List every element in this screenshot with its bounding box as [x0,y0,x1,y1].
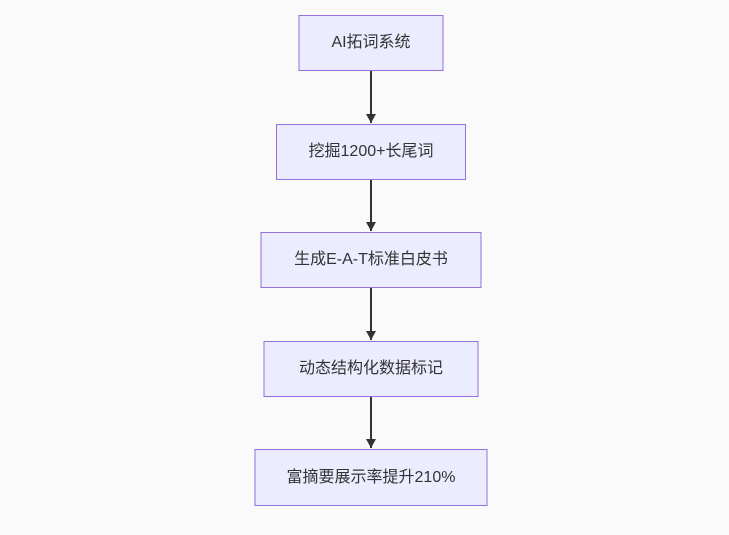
flowchart-node-dynamic-structured-data-markup: 动态结构化数据标记 [263,341,479,397]
node-label: AI拓词系统 [331,34,411,52]
arrow-connector-3 [370,288,372,340]
flowchart-node-mine-longtail-keywords: 挖掘1200+长尾词 [276,124,466,180]
flowchart-node-ai-word-expansion-system: AI拓词系统 [298,15,444,71]
node-label: 富摘要展示率提升210% [286,468,456,486]
flowchart-node-rich-snippet-rate-increase: 富摘要展示率提升210% [254,449,488,506]
arrow-connector-4 [370,397,372,448]
arrow-connector-1 [370,71,372,123]
flowchart-node-generate-eat-whitepaper: 生成E-A-T标准白皮书 [260,232,482,288]
node-label: 挖掘1200+长尾词 [308,143,434,161]
node-label: 生成E-A-T标准白皮书 [294,251,448,269]
node-label: 动态结构化数据标记 [298,360,443,378]
arrow-connector-2 [370,180,372,231]
